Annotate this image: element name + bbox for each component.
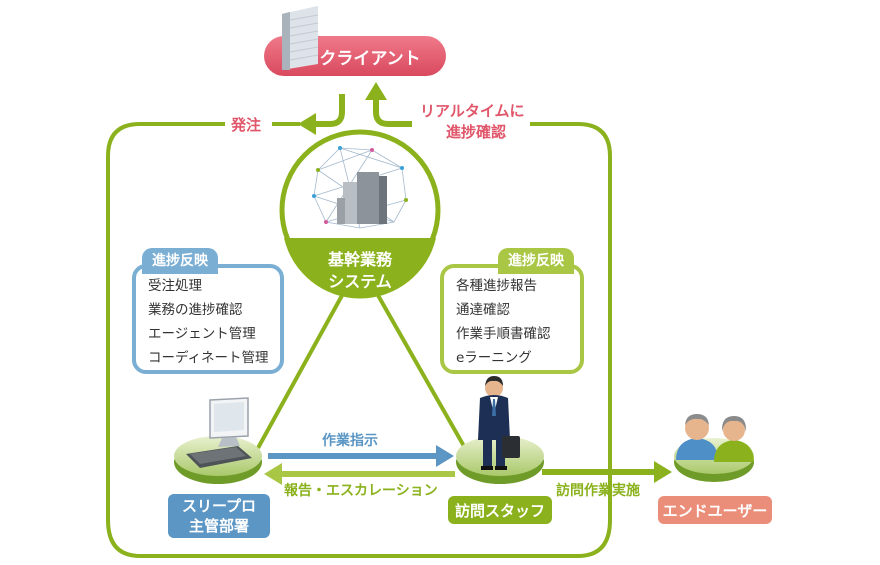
triangle-right-line <box>373 289 467 449</box>
list-item: 通達確認 <box>456 302 510 318</box>
office-label-line1: スリープロ <box>181 497 257 515</box>
left-progress-panel: 進捗反映 受注処理 業務の進捗確認 エージェント管理 コーディネート管理 <box>132 248 284 374</box>
order-label: 発注 <box>231 116 262 134</box>
right-panel-tab: 進捗反映 <box>498 248 574 274</box>
list-item: 受注処理 <box>148 278 202 294</box>
visit-work-label: 訪問作業実施 <box>556 483 640 499</box>
instruction-arrowhead <box>436 445 454 467</box>
triangle-left-line <box>256 289 347 449</box>
order-arrow <box>312 94 345 127</box>
businessman-icon <box>478 376 520 470</box>
right-panel-list: 各種進捗報告 通達確認 作業手順書確認 eラーニング <box>456 274 551 370</box>
instruction-label: 作業指示 <box>322 433 378 449</box>
enduser-badge: エンドユーザー <box>658 496 772 524</box>
building-icon <box>282 6 319 70</box>
staff-label: 訪問スタッフ <box>454 501 545 520</box>
realtime-label-line2: 進捗確認 <box>446 123 507 141</box>
visit-arrowhead <box>654 461 672 483</box>
list-item: エージェント管理 <box>148 326 256 342</box>
list-item: コーディネート管理 <box>148 350 269 366</box>
enduser-label: エンドユーザー <box>662 501 768 520</box>
list-item: 各種進捗報告 <box>456 278 537 294</box>
realtime-arrow <box>373 98 412 127</box>
list-item: 業務の進捗確認 <box>148 302 243 318</box>
computer-monitor-icon <box>186 397 252 468</box>
core-system-label-line1: 基幹業務 <box>327 250 392 269</box>
realtime-label-line1: リアルタイムに <box>420 102 525 120</box>
core-system-band <box>284 238 436 299</box>
left-panel-list: 受注処理 業務の進捗確認 エージェント管理 コーディネート管理 <box>148 274 269 370</box>
office-label-line2: 主管部署 <box>188 517 249 535</box>
client-label: クライアント <box>319 48 421 69</box>
realtime-arrowhead <box>365 82 387 100</box>
order-arrowhead <box>298 113 316 135</box>
server-towers <box>337 172 387 224</box>
report-label: 報告・エスカレーション <box>284 483 438 499</box>
staff-badge: 訪問スタッフ <box>448 496 552 524</box>
list-item: 作業手順書確認 <box>456 326 551 342</box>
outer-loop-line <box>106 122 612 558</box>
report-arrowhead <box>264 463 282 485</box>
right-progress-panel: 進捗反映 各種進捗報告 通達確認 作業手順書確認 eラーニング <box>440 248 584 374</box>
office-badge: スリープロ 主管部署 <box>168 494 270 538</box>
users-icon <box>676 414 754 462</box>
left-panel-tab: 進捗反映 <box>142 248 218 274</box>
core-system-label-line2: システム <box>328 272 392 291</box>
list-item: eラーニング <box>456 350 532 366</box>
